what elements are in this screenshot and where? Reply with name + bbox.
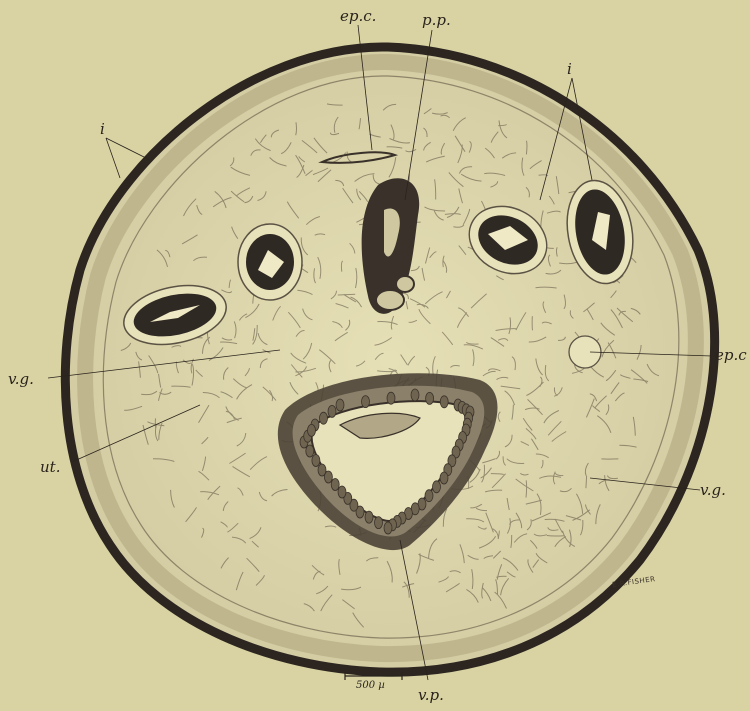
label-i-left: i (100, 120, 105, 138)
villus (320, 412, 328, 424)
villus (336, 399, 344, 411)
label-ep-c-top: ep.c. (340, 7, 376, 25)
villus (375, 517, 383, 529)
label-v-p: v.p. (418, 686, 444, 704)
scale-bar-label: 500 µ (356, 680, 385, 691)
villus (331, 479, 339, 491)
tissue-fiber (526, 480, 527, 497)
tissue-fiber (526, 141, 527, 155)
villus (308, 424, 316, 436)
label-p-p: p.p. (422, 11, 451, 29)
villus (440, 472, 448, 484)
villus (433, 481, 441, 493)
villus (338, 486, 346, 498)
label-v-g-right: v.g. (700, 481, 726, 499)
villus (384, 522, 392, 534)
villus (440, 396, 448, 408)
label-ep-c-right: ep.c (715, 346, 747, 364)
label-ut: ut. (40, 458, 60, 476)
label-v-g-left: v.g. (8, 370, 34, 388)
duct-center-left (238, 224, 302, 300)
villus (306, 445, 314, 457)
villus (362, 396, 370, 408)
label-i-right: i (567, 60, 572, 78)
villus (425, 490, 433, 502)
villus (318, 464, 326, 476)
villus (387, 392, 395, 404)
tissue-fiber (547, 536, 564, 537)
villus (365, 511, 373, 523)
villus (328, 405, 336, 417)
villus (426, 392, 434, 404)
villus (411, 389, 419, 401)
villus (312, 455, 320, 467)
